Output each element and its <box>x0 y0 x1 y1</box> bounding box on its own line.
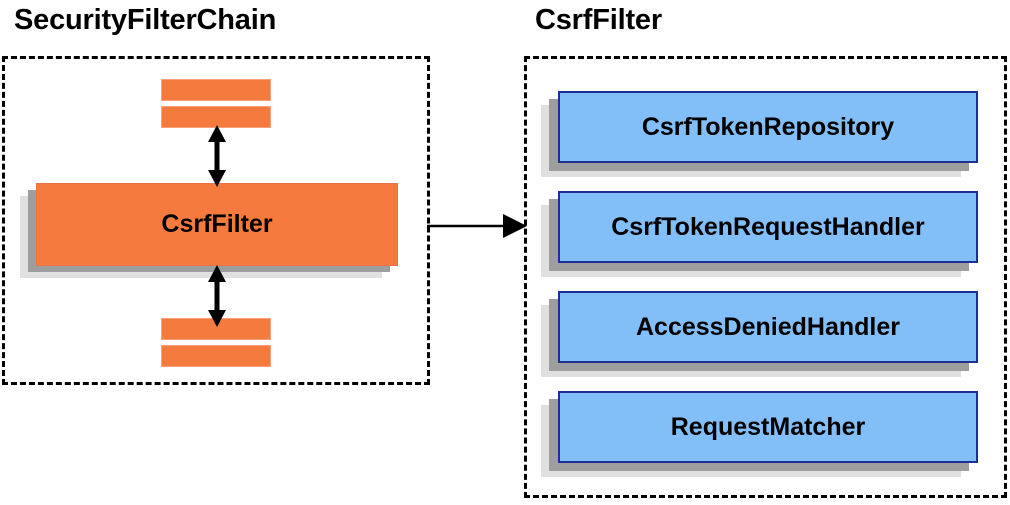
collaborator-box-request-matcher[interactable]: RequestMatcher <box>558 391 978 463</box>
page-title-security-filter-chain: SecurityFilterChain <box>14 4 277 36</box>
collaborator-box-csrf-token-repository[interactable]: CsrfTokenRepository <box>558 91 978 163</box>
csrf-filter-box[interactable]: CsrfFilter <box>36 183 398 266</box>
collaborator-label: CsrfTokenRepository <box>641 112 895 141</box>
filter-bar-below-2 <box>161 345 271 367</box>
bidirectional-arrow-above <box>208 125 226 187</box>
collaborator-label: CsrfTokenRequestHandler <box>611 212 925 241</box>
csrf-filter-box-label: CsrfFilter <box>161 210 273 238</box>
collaborator-label: RequestMatcher <box>670 412 866 441</box>
security-filter-chain-panel <box>2 56 430 385</box>
filter-bar-above-1 <box>161 79 271 101</box>
csrf-filter-detail-arrow <box>427 214 527 238</box>
collaborator-box-access-denied-handler[interactable]: AccessDeniedHandler <box>558 291 978 363</box>
bidirectional-arrow-below <box>208 265 226 327</box>
page-title-csrf-filter: CsrfFilter <box>535 4 662 36</box>
collaborator-label: AccessDeniedHandler <box>635 312 900 341</box>
collaborator-box-csrf-token-request-handler[interactable]: CsrfTokenRequestHandler <box>558 191 978 263</box>
csrf-filter-collaborators-panel <box>524 56 1007 498</box>
